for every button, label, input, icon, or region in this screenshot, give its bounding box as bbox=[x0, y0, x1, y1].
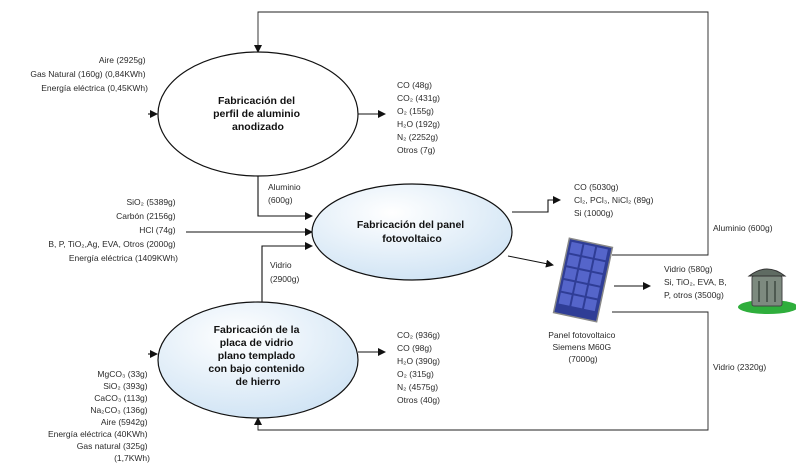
vidrio-flow-label: Vidrio (2900g) bbox=[270, 260, 299, 284]
panel-process-label: Fabricación del panel fotovoltaico bbox=[357, 219, 467, 245]
disposal-label: Vidrio (580g) Si, TiO₂, EVA, B, P, otros… bbox=[664, 264, 729, 300]
process-glass: Fabricación de la placa de vidrio plano … bbox=[157, 301, 359, 419]
glass-inputs: MgCO₃ (33g) SiO₂ (393g) CaCO₃ (113g) Na₂… bbox=[48, 369, 150, 463]
aluminio-recycle-label: Aluminio (600g) bbox=[713, 223, 773, 233]
process-profile: Fabricación del perfil de aluminio anodi… bbox=[157, 51, 359, 177]
profile-ellipse bbox=[157, 51, 359, 177]
solar-panel-icon bbox=[552, 237, 614, 323]
panel-ellipse bbox=[311, 183, 513, 281]
aluminium-recycle-line bbox=[254, 11, 709, 256]
aluminio-flow-label: Aluminio (600g) bbox=[268, 182, 303, 205]
glass-recycle-line bbox=[254, 311, 709, 431]
panel-to-module-arrow bbox=[507, 255, 554, 268]
process-panel: Fabricación del panel fotovoltaico bbox=[311, 183, 513, 281]
vidrio-flow-arrow bbox=[261, 242, 313, 302]
glass-ellipse bbox=[157, 301, 359, 419]
panel-outputs: CO (5030g) Cl₂, PCl₃, NiCl₂ (89g) Si (10… bbox=[574, 182, 656, 218]
profile-process-label: Fabricación del perfil de aluminio anodi… bbox=[213, 95, 303, 133]
panel-inputs: SiO₂ (5389g) Carbón (2156g) HCl (74g) B,… bbox=[48, 197, 178, 263]
aluminium-flow-arrow bbox=[257, 176, 313, 220]
glass-process-label: Fabricación de la placa de vidrio plano … bbox=[208, 324, 307, 388]
glass-outputs: CO₂ (936g) CO (98g) H₂O (390g) O₂ (315g)… bbox=[397, 330, 442, 405]
vidrio-recycle-label: Vidrio (2320g) bbox=[713, 362, 766, 372]
profile-inputs: Aire (2925g) Gas Natural (160g) (0,84KWh… bbox=[30, 55, 148, 93]
profile-outputs: CO (48g) CO₂ (431g) O₂ (155g) H₂O (192g)… bbox=[397, 80, 442, 155]
landfill-trash-icon bbox=[738, 268, 796, 314]
connectors bbox=[148, 11, 709, 431]
module-caption: Panel fotovoltaico Siemens M60G (7000g) bbox=[548, 330, 617, 364]
panel-output-arrow bbox=[512, 196, 561, 213]
